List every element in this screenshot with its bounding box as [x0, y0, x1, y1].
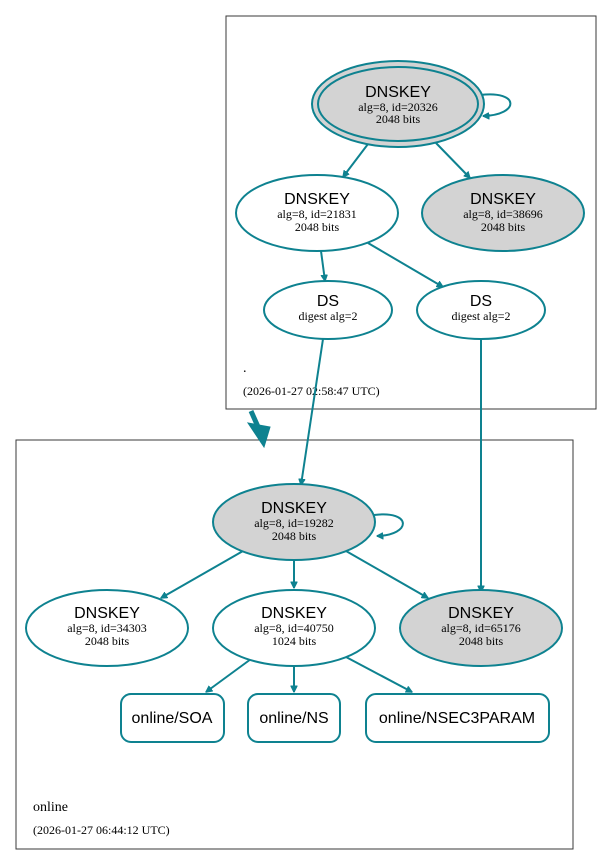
edge-root-ksk-to-key3	[435, 142, 470, 178]
node-online-key-34303: DNSKEY alg=8, id=34303 2048 bits	[25, 589, 189, 667]
edge-root-zsk1-to-ds2	[367, 242, 443, 288]
edge-delegation-arrowhead	[246, 422, 271, 449]
node-online-zsk: DNSKEY alg=8, id=40750 1024 bits	[212, 589, 376, 667]
zone-online-label: online	[33, 800, 68, 815]
node-ds-1-title: DS	[317, 293, 339, 310]
node-root-ksk-line2: 2048 bits	[376, 112, 421, 126]
node-online-zsk-line2: 1024 bits	[272, 634, 317, 648]
zone-online-timestamp: (2026-01-27 06:44:12 UTC)	[33, 823, 170, 837]
edge-online-ksk-self	[373, 513, 404, 536]
node-root-ksk-title: DNSKEY	[365, 84, 431, 101]
node-online-key-34303-line1: alg=8, id=34303	[67, 621, 147, 635]
edge-online-ksk-to-65176	[345, 550, 428, 599]
node-root-key3-title: DNSKEY	[470, 191, 536, 208]
node-ds-2-line1: digest alg=2	[451, 309, 510, 323]
node-rr-nsec3param: online/NSEC3PARAM	[365, 693, 550, 743]
node-root-zsk1: DNSKEY alg=8, id=21831 2048 bits	[235, 174, 399, 252]
node-root-zsk1-line1: alg=8, id=21831	[277, 207, 357, 221]
node-root-ksk: DNSKEY alg=8, id=20326 2048 bits	[311, 60, 485, 148]
node-online-key-65176-line1: alg=8, id=65176	[441, 621, 521, 635]
node-rr-nsec3param-title: online/NSEC3PARAM	[379, 710, 535, 727]
zone-root-label: .	[243, 361, 247, 376]
node-root-zsk1-line2: 2048 bits	[295, 220, 340, 234]
node-root-key3: DNSKEY alg=8, id=38696 2048 bits	[421, 174, 585, 252]
node-root-ksk-line1: alg=8, id=20326	[358, 100, 438, 114]
node-rr-soa: online/SOA	[120, 693, 225, 743]
node-ds-2-title: DS	[470, 293, 492, 310]
node-ds-1-line1: digest alg=2	[298, 309, 357, 323]
edge-online-zsk-to-soa	[206, 658, 252, 692]
node-online-key-65176: DNSKEY alg=8, id=65176 2048 bits	[399, 589, 563, 667]
node-online-ksk-title: DNSKEY	[261, 500, 327, 517]
node-rr-ns-title: online/NS	[259, 710, 328, 727]
node-online-zsk-title: DNSKEY	[261, 605, 327, 622]
node-ds-2: DS digest alg=2	[416, 280, 546, 340]
node-online-ksk: DNSKEY alg=8, id=19282 2048 bits	[212, 483, 376, 561]
node-rr-soa-title: online/SOA	[132, 710, 213, 727]
edge-online-ksk-to-34303	[161, 550, 244, 599]
edge-root-zsk1-to-ds1	[320, 250, 325, 281]
node-rr-ns: online/NS	[247, 693, 341, 743]
node-online-key-65176-title: DNSKEY	[448, 605, 514, 622]
node-online-key-65176-line2: 2048 bits	[459, 634, 504, 648]
edge-online-zsk-to-nsec3param	[345, 656, 412, 693]
node-online-key-34303-line2: 2048 bits	[85, 634, 130, 648]
edge-ds1-to-online-ksk	[301, 338, 324, 485]
node-root-zsk1-title: DNSKEY	[284, 191, 350, 208]
node-online-zsk-line1: alg=8, id=40750	[254, 621, 334, 635]
edge-root-ksk-to-zsk1	[343, 143, 369, 177]
zone-root-timestamp: (2026-01-27 02:58:47 UTC)	[243, 384, 380, 398]
node-online-key-34303-title: DNSKEY	[74, 605, 140, 622]
node-root-key3-line2: 2048 bits	[481, 220, 526, 234]
node-ds-1: DS digest alg=2	[263, 280, 393, 340]
node-online-ksk-line2: 2048 bits	[272, 529, 317, 543]
node-online-ksk-line1: alg=8, id=19282	[254, 516, 334, 530]
node-root-key3-line1: alg=8, id=38696	[463, 207, 543, 221]
edge-root-ksk-self	[479, 93, 512, 116]
